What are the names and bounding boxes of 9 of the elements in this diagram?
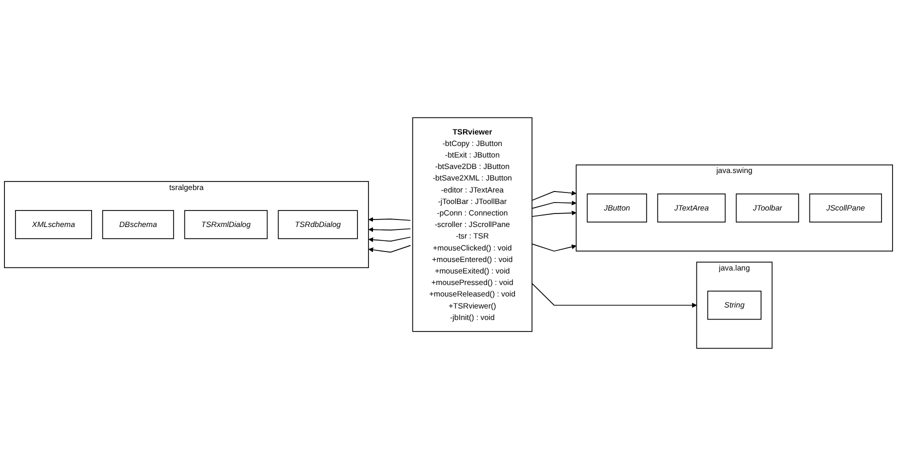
- arrow: [368, 236, 411, 242]
- arrow: [368, 217, 411, 222]
- arrow: [532, 210, 576, 217]
- arrow: [532, 283, 697, 308]
- arrow: [532, 244, 576, 252]
- arrow: [368, 245, 411, 253]
- arrow: [368, 227, 411, 232]
- arrow: [532, 200, 576, 209]
- arrow: [532, 190, 576, 201]
